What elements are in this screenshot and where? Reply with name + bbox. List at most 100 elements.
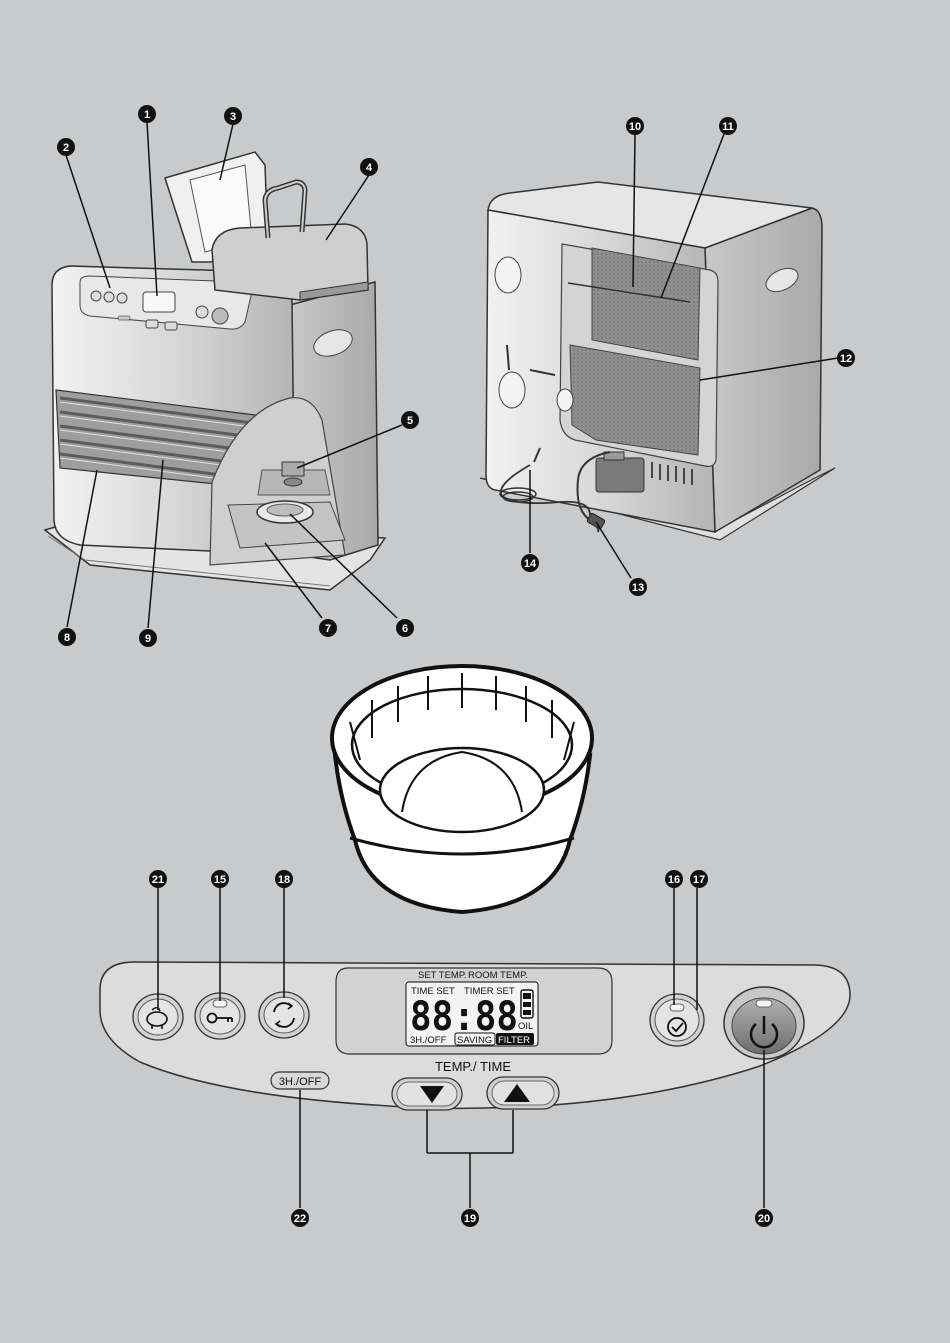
callout-13: 13 (629, 578, 647, 596)
callout-badge (665, 870, 683, 888)
callout-19: 19 (461, 1209, 479, 1227)
callout-badge (719, 117, 737, 135)
oil-level-indicator (520, 989, 534, 1019)
callout-number: 18 (278, 874, 290, 886)
filter-cup-illustration (330, 664, 594, 915)
callout-2: 2 (57, 138, 75, 156)
lcd-3h-off-label: 3H./OFF (410, 1035, 447, 1046)
callout-badge (57, 138, 75, 156)
callout-number: 21 (152, 874, 164, 886)
power-icon (749, 1016, 779, 1049)
piggy-bank-icon (146, 1007, 168, 1029)
callout-17: 17 (690, 870, 708, 888)
power-indicator-led (755, 999, 773, 1008)
temp-time-up-button[interactable] (486, 1076, 560, 1110)
callout-20: 20 (755, 1209, 773, 1227)
callout-4: 4 (360, 158, 378, 176)
callout-badge (139, 629, 157, 647)
timer-button[interactable] (649, 993, 705, 1047)
callout-18: 18 (275, 870, 293, 888)
lock-indicator-led (212, 999, 228, 1008)
callout-badge (291, 1209, 309, 1227)
callout-badge (138, 105, 156, 123)
lcd-time-set-label: TIME SET (411, 986, 455, 997)
lock-button[interactable] (194, 992, 246, 1040)
callout-number: 16 (668, 874, 680, 886)
callout-21: 21 (149, 870, 167, 888)
callout-badge (149, 870, 167, 888)
lcd-display: SET TEMP. ROOM TEMP. TIME SET TIMER SET … (335, 967, 613, 1055)
callout-badge (319, 619, 337, 637)
callout-badge (837, 349, 855, 367)
callout-number: 8 (64, 632, 70, 644)
callout-3: 3 (224, 107, 242, 125)
callout-10: 10 (626, 117, 644, 135)
callout-number: 5 (407, 415, 413, 427)
lcd-room-temp-label: ROOM TEMP. (468, 970, 528, 981)
callout-16: 16 (665, 870, 683, 888)
lcd-saving-label: SAVING (457, 1035, 492, 1046)
callout-number: 20 (758, 1213, 770, 1225)
heater-front-view (43, 151, 387, 591)
power-button[interactable] (723, 986, 805, 1060)
callout-number: 1 (144, 109, 150, 121)
leader-lines (65, 121, 839, 1208)
timer-indicator-led (669, 1003, 685, 1012)
callout-badge (755, 1209, 773, 1227)
callout-number: 10 (629, 121, 641, 133)
eco-button[interactable] (132, 993, 184, 1041)
callout-badge (224, 107, 242, 125)
callout-8: 8 (58, 628, 76, 646)
callout-badge (401, 411, 419, 429)
clock-check-icon (667, 1017, 687, 1037)
callout-badge (360, 158, 378, 176)
lcd-oil-label: OIL (518, 1021, 533, 1032)
callout-number: 12 (840, 353, 852, 365)
circular-arrows-icon (273, 1002, 295, 1028)
triangle-up-icon (504, 1084, 530, 1102)
callout-badge (461, 1209, 479, 1227)
heater-rear-view (479, 181, 836, 541)
control-panel: SET TEMP. ROOM TEMP. TIME SET TIMER SET … (99, 961, 851, 1111)
temp-time-label: TEMP./ TIME (435, 1059, 511, 1074)
temp-time-down-button[interactable] (391, 1077, 463, 1111)
three-hour-off-label: 3H./OFF (279, 1076, 321, 1088)
callout-14: 14 (521, 554, 539, 572)
callout-12: 12 (837, 349, 855, 367)
callout-number: 9 (145, 633, 151, 645)
callout-5: 5 (401, 411, 419, 429)
three-hour-off-button[interactable]: 3H./OFF (270, 1071, 330, 1090)
callout-badge (211, 870, 229, 888)
lcd-timer-set-label: TIMER SET (464, 986, 515, 997)
callout-1: 1 (138, 105, 156, 123)
callout-badge (521, 554, 539, 572)
callout-number: 7 (325, 623, 331, 635)
callout-number: 22 (294, 1213, 306, 1225)
callout-badge (626, 117, 644, 135)
callout-badge (396, 619, 414, 637)
callout-number: 19 (464, 1213, 476, 1225)
callout-22: 22 (291, 1209, 309, 1227)
filter-reset-button[interactable] (258, 991, 310, 1039)
callout-6: 6 (396, 619, 414, 637)
callout-number: 4 (366, 162, 373, 174)
callout-7: 7 (319, 619, 337, 637)
callout-badge (58, 628, 76, 646)
callout-number: 2 (63, 142, 69, 154)
key-icon (206, 1012, 233, 1024)
callout-15: 15 (211, 870, 229, 888)
triangle-down-icon (420, 1086, 444, 1103)
callout-number: 6 (402, 623, 408, 635)
lcd-digits: 88:88 (410, 994, 518, 1040)
lcd-filter-label: FILTER (498, 1035, 530, 1046)
callout-number: 15 (214, 874, 226, 886)
callout-number: 11 (722, 121, 734, 133)
callout-9: 9 (139, 629, 157, 647)
callout-number: 17 (693, 874, 705, 886)
callout-badge (690, 870, 708, 888)
callout-badge (275, 870, 293, 888)
callout-number: 3 (230, 111, 236, 123)
